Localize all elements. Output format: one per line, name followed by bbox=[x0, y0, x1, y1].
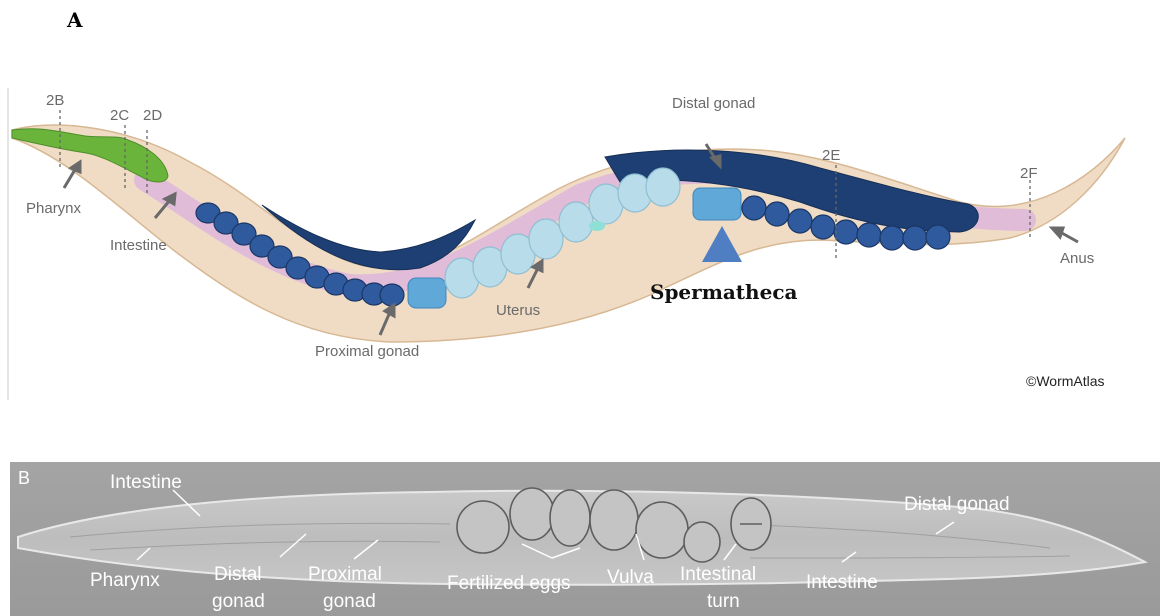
spermatheca-right bbox=[693, 188, 741, 220]
panel-a-letter: A bbox=[67, 8, 83, 32]
label-b-vulva: Vulva bbox=[607, 567, 654, 588]
panel-a-diagram: 2B 2C 2D 2E 2F Pharynx Intestine Proxima… bbox=[0, 80, 1160, 410]
label-anus: Anus bbox=[1060, 250, 1094, 267]
label-pharynx: Pharynx bbox=[26, 200, 82, 217]
label-b-distal-line2: gonad bbox=[212, 591, 265, 612]
label-b-distal-gonad: Distal gonad bbox=[904, 494, 1010, 515]
panel-b-letter: B bbox=[18, 468, 30, 488]
copyright-wormatlas: ©WormAtlas bbox=[1026, 373, 1105, 389]
label-b-fertilized-eggs: Fertilized eggs bbox=[447, 573, 571, 594]
label-uterus: Uterus bbox=[496, 302, 540, 319]
marker-2d: 2D bbox=[143, 107, 162, 124]
label-b-intestinal-line2: turn bbox=[707, 591, 740, 612]
label-b-pharynx: Pharynx bbox=[90, 570, 160, 591]
marker-2e: 2E bbox=[822, 147, 840, 164]
spermatheca-left bbox=[408, 278, 446, 308]
label-b-proximal-line1: Proximal bbox=[308, 564, 382, 585]
label-distal-gonad: Distal gonad bbox=[672, 95, 755, 112]
marker-2f: 2F bbox=[1020, 165, 1038, 182]
label-proximal-gonad: Proximal gonad bbox=[315, 343, 419, 360]
label-spermatheca: Spermatheca bbox=[650, 280, 797, 304]
label-b-proximal-line2: gonad bbox=[323, 591, 376, 612]
label-b-distal-line1: Distal bbox=[214, 564, 262, 585]
marker-2c: 2C bbox=[110, 107, 129, 124]
label-b-intestine-right: Intestine bbox=[806, 572, 878, 593]
label-b-intestinal-line1: Intestinal bbox=[680, 564, 756, 585]
vulva-marker bbox=[589, 221, 605, 231]
label-b-intestine-top: Intestine bbox=[110, 472, 182, 493]
label-intestine: Intestine bbox=[110, 237, 167, 254]
marker-2b: 2B bbox=[46, 92, 64, 109]
panel-b-micrograph: B Intestine Distal gonad Pharynx Distal … bbox=[10, 462, 1160, 616]
